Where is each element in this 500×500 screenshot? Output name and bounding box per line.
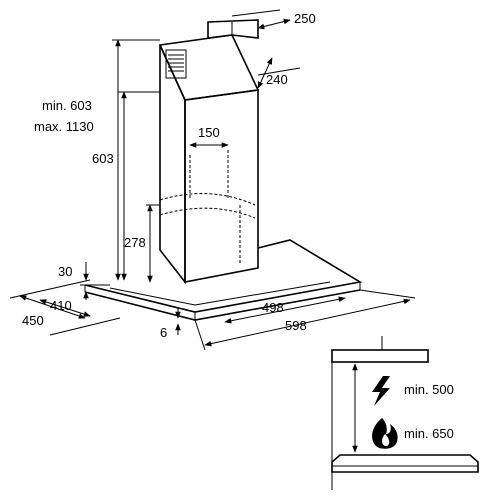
clearance-inset — [331, 336, 479, 490]
hood-drawing — [84, 19, 363, 321]
glass-canopy — [84, 239, 363, 313]
dimension-lines — [9, 9, 416, 351]
dim-278-label: 278 — [124, 235, 146, 250]
dim-598-label: 598 — [285, 318, 307, 333]
electric-icon — [372, 376, 390, 406]
vent-grille — [165, 49, 187, 79]
flame-icon — [372, 418, 398, 449]
dim-450-label: 450 — [22, 313, 44, 328]
chimney-front-face — [184, 89, 259, 283]
chimney-left-face — [159, 44, 186, 285]
dim-498-label: 498 — [262, 300, 284, 315]
dim-30-label: 30 — [58, 264, 72, 279]
inset-cooktop — [331, 454, 479, 473]
dim-min603-label: min. 603 — [42, 98, 92, 113]
inner-duct — [189, 150, 229, 200]
dim-150-label: 150 — [198, 125, 220, 140]
clearance-electric-label: min. 500 — [404, 382, 454, 397]
dim-240-label: 240 — [266, 72, 288, 87]
dim-410-label: 410 — [50, 298, 72, 313]
clearance-gas-label: min. 650 — [404, 426, 454, 441]
dim-max1130-label: max. 1130 — [34, 119, 94, 134]
dim-250-label: 250 — [294, 11, 316, 26]
dim-6-label: 6 — [160, 325, 167, 340]
inset-hood — [331, 349, 429, 363]
dim-603-label: 603 — [92, 151, 114, 166]
upper-bracket — [207, 19, 259, 39]
